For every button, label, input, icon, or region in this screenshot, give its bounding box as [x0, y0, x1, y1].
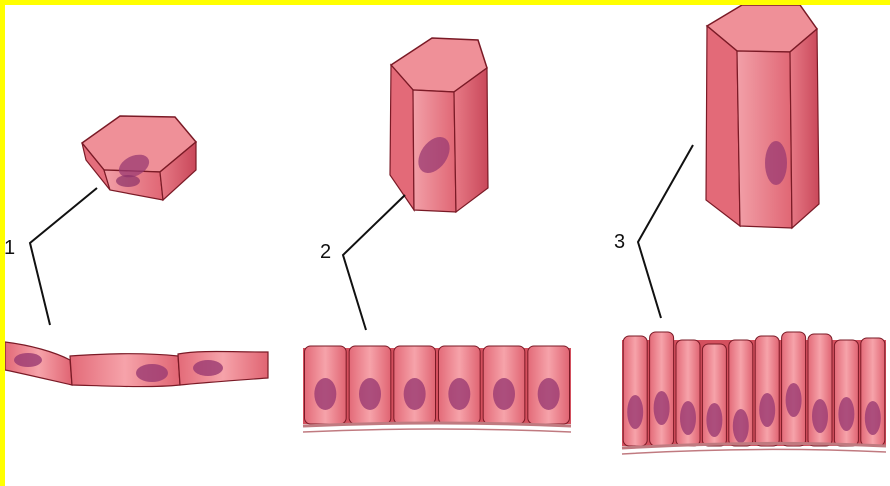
cuboidal-cell-3d	[390, 38, 488, 212]
columnar-cell	[623, 336, 647, 446]
columnar-nucleus-small	[759, 393, 775, 427]
cuboidal-nucleus-small	[538, 378, 560, 410]
pointer-3	[638, 145, 693, 318]
columnar-cell	[755, 336, 779, 446]
columnar-left-face	[706, 26, 740, 226]
columnar-nucleus-small	[706, 403, 722, 437]
squamous-cell-3d	[82, 116, 196, 200]
squamous-strip-nucleus	[14, 353, 42, 367]
cuboidal-left-face	[390, 65, 414, 210]
label-1: 1	[4, 238, 15, 258]
columnar-front-face	[737, 51, 792, 228]
columnar-nucleus	[765, 141, 787, 185]
label-3: 3	[614, 232, 625, 252]
columnar-nucleus-small	[733, 409, 749, 443]
cuboidal-nucleus-small	[404, 378, 426, 410]
columnar-nucleus-small	[654, 391, 670, 425]
columnar-cell-3d	[706, 5, 819, 228]
cuboidal-nucleus-small	[448, 378, 470, 410]
columnar-nucleus-small	[865, 401, 881, 435]
cuboidal-epithelium	[303, 346, 571, 432]
columnar-nucleus-small	[680, 401, 696, 435]
squamous-strip-nucleus	[193, 360, 223, 376]
cuboidal-nucleus-small	[493, 378, 515, 410]
squamous-strip-nucleus	[136, 364, 168, 382]
columnar-right-face	[790, 29, 819, 228]
cuboidal-right-face	[454, 68, 488, 212]
cuboidal-basement-membrane-lower	[303, 429, 571, 432]
columnar-nucleus-small	[838, 397, 854, 431]
cuboidal-nucleus-small	[359, 378, 381, 410]
pointer-2	[343, 195, 405, 330]
columnar-cell	[650, 332, 674, 446]
columnar-nucleus-small	[627, 395, 643, 429]
cuboidal-basement-membrane	[303, 423, 571, 426]
squamous-nucleus-lower	[116, 175, 140, 187]
label-2: 2	[320, 242, 331, 262]
pointer-1	[30, 188, 97, 325]
squamous-strip-cell	[178, 352, 268, 386]
cuboidal-nucleus-small	[314, 378, 336, 410]
columnar-epithelium	[622, 332, 886, 454]
columnar-nucleus-small	[786, 383, 802, 417]
columnar-basement-membrane-lower	[622, 449, 886, 454]
columnar-nucleus-small	[812, 399, 828, 433]
squamous-epithelium-strip	[5, 342, 268, 387]
